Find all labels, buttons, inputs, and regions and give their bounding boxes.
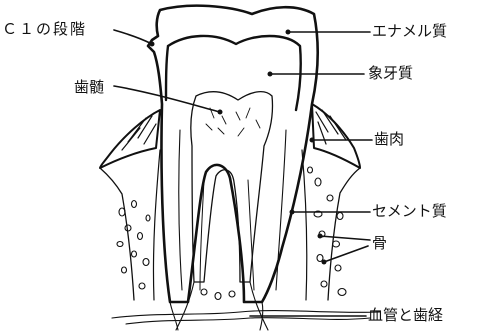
label-pulp: 歯髄	[74, 78, 104, 96]
label-enamel: エナメル質	[372, 22, 447, 40]
label-dentin: 象牙質	[368, 64, 413, 82]
label-cementum: セメント質	[372, 202, 447, 220]
leader-c1	[114, 30, 152, 44]
leader-bone-2	[324, 246, 368, 262]
bone-outline	[100, 168, 134, 300]
tooth-outline	[148, 6, 318, 302]
label-c1-step: Ｃ１の段階	[2, 20, 87, 38]
label-bone: 骨	[372, 234, 387, 252]
label-gingiva: 歯肉	[374, 130, 404, 148]
dentin-enamel-junction	[166, 36, 301, 110]
label-vessels-nerves: 血管と歯経	[368, 306, 443, 324]
gingiva-right	[312, 104, 360, 168]
cementum-right	[302, 150, 307, 300]
leader-bone-1	[320, 236, 370, 240]
bone-outline-right	[328, 168, 360, 300]
cementum-left	[153, 150, 160, 300]
